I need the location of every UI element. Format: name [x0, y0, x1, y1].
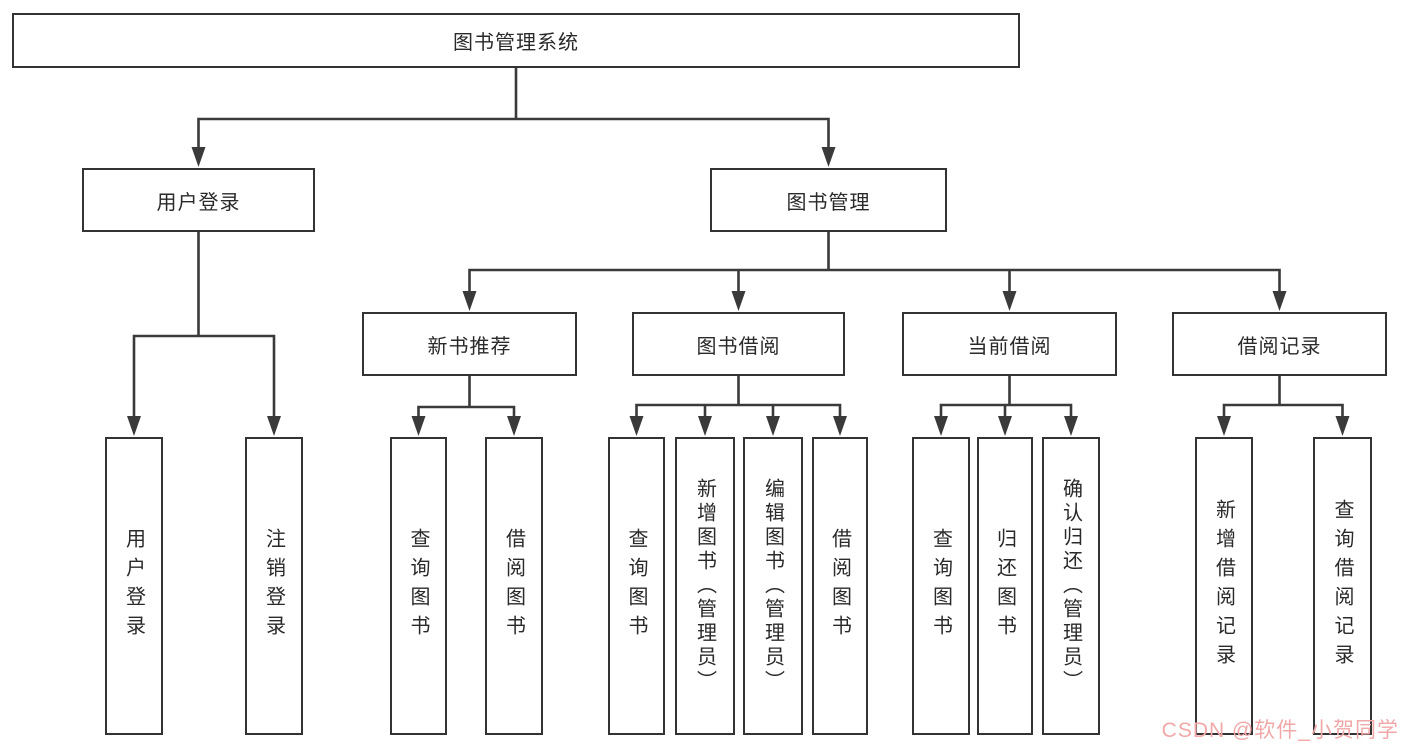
node-user-login: 用户登录	[82, 168, 315, 232]
leaf-borrow-books-borrowing-label: 借阅图书	[828, 528, 851, 644]
arrowheads	[127, 147, 1350, 436]
leaf-confirm-return-admin-label: 确认归还（管理员）	[1059, 478, 1082, 694]
leaf-add-books-admin-label: 新增图书（管理员）	[693, 478, 716, 694]
connector-user-login-children	[132, 232, 276, 420]
leaf-user-login-label: 用户登录	[122, 528, 145, 644]
node-current-borrowing: 当前借阅	[902, 312, 1117, 376]
leaf-borrow-books-recommend: 借阅图书	[485, 437, 543, 735]
leaf-return-books-label: 归还图书	[993, 528, 1016, 644]
node-root-label: 图书管理系统	[453, 32, 579, 54]
node-new-book-recommend: 新书推荐	[362, 312, 577, 376]
leaf-logout: 注销登录	[245, 437, 303, 735]
node-root-library-management-system: 图书管理系统	[12, 13, 1020, 68]
leaf-user-login: 用户登录	[105, 437, 163, 735]
node-new-book-recommend-label: 新书推荐	[427, 335, 512, 358]
node-book-management-label: 图书管理	[786, 191, 871, 214]
leaf-add-books-admin: 新增图书（管理员）	[675, 437, 735, 735]
node-user-login-label: 用户登录	[156, 191, 241, 214]
connector-book-mgmt-children	[468, 232, 1281, 294]
leaf-query-books-borrowing-label: 查询图书	[625, 528, 647, 644]
node-book-borrowing-label: 图书借阅	[696, 335, 781, 358]
leaf-confirm-return-admin: 确认归还（管理员）	[1042, 437, 1100, 735]
node-book-management: 图书管理	[710, 168, 947, 232]
node-borrowing-records-label: 借阅记录	[1237, 335, 1322, 358]
connector-current-borrow-children	[939, 376, 1073, 419]
leaf-query-books-recommend-label: 查询图书	[407, 528, 429, 644]
leaf-edit-books-admin-label: 编辑图书（管理员）	[761, 478, 784, 694]
leaf-return-books: 归还图书	[977, 437, 1033, 735]
leaf-query-borrow-record: 查询借阅记录	[1313, 437, 1372, 735]
node-current-borrowing-label: 当前借阅	[967, 335, 1052, 358]
leaf-query-books-current: 查询图书	[912, 437, 970, 735]
leaf-query-books-recommend: 查询图书	[390, 437, 447, 735]
leaf-edit-books-admin: 编辑图书（管理员）	[743, 437, 803, 735]
leaf-add-borrow-record-label: 新增借阅记录	[1212, 499, 1235, 673]
connector-new-book-children	[417, 376, 516, 419]
leaf-borrow-books-recommend-label: 借阅图书	[502, 528, 525, 644]
leaf-logout-label: 注销登录	[262, 528, 285, 644]
leaf-borrow-books-borrowing: 借阅图书	[812, 437, 868, 735]
leaf-query-books-current-label: 查询图书	[929, 528, 952, 644]
node-book-borrowing: 图书借阅	[632, 312, 845, 376]
connector-book-borrow-children	[635, 376, 842, 419]
leaf-query-books-borrowing: 查询图书	[608, 437, 665, 735]
node-borrowing-records: 借阅记录	[1172, 312, 1387, 376]
leaf-add-borrow-record: 新增借阅记录	[1195, 437, 1253, 735]
leaf-query-borrow-record-label: 查询借阅记录	[1331, 499, 1353, 673]
connector-borrow-records-children	[1222, 376, 1344, 419]
connector-root-to-level2	[197, 68, 830, 150]
csdn-watermark: CSDN @软件_小贺同学	[1161, 719, 1399, 742]
